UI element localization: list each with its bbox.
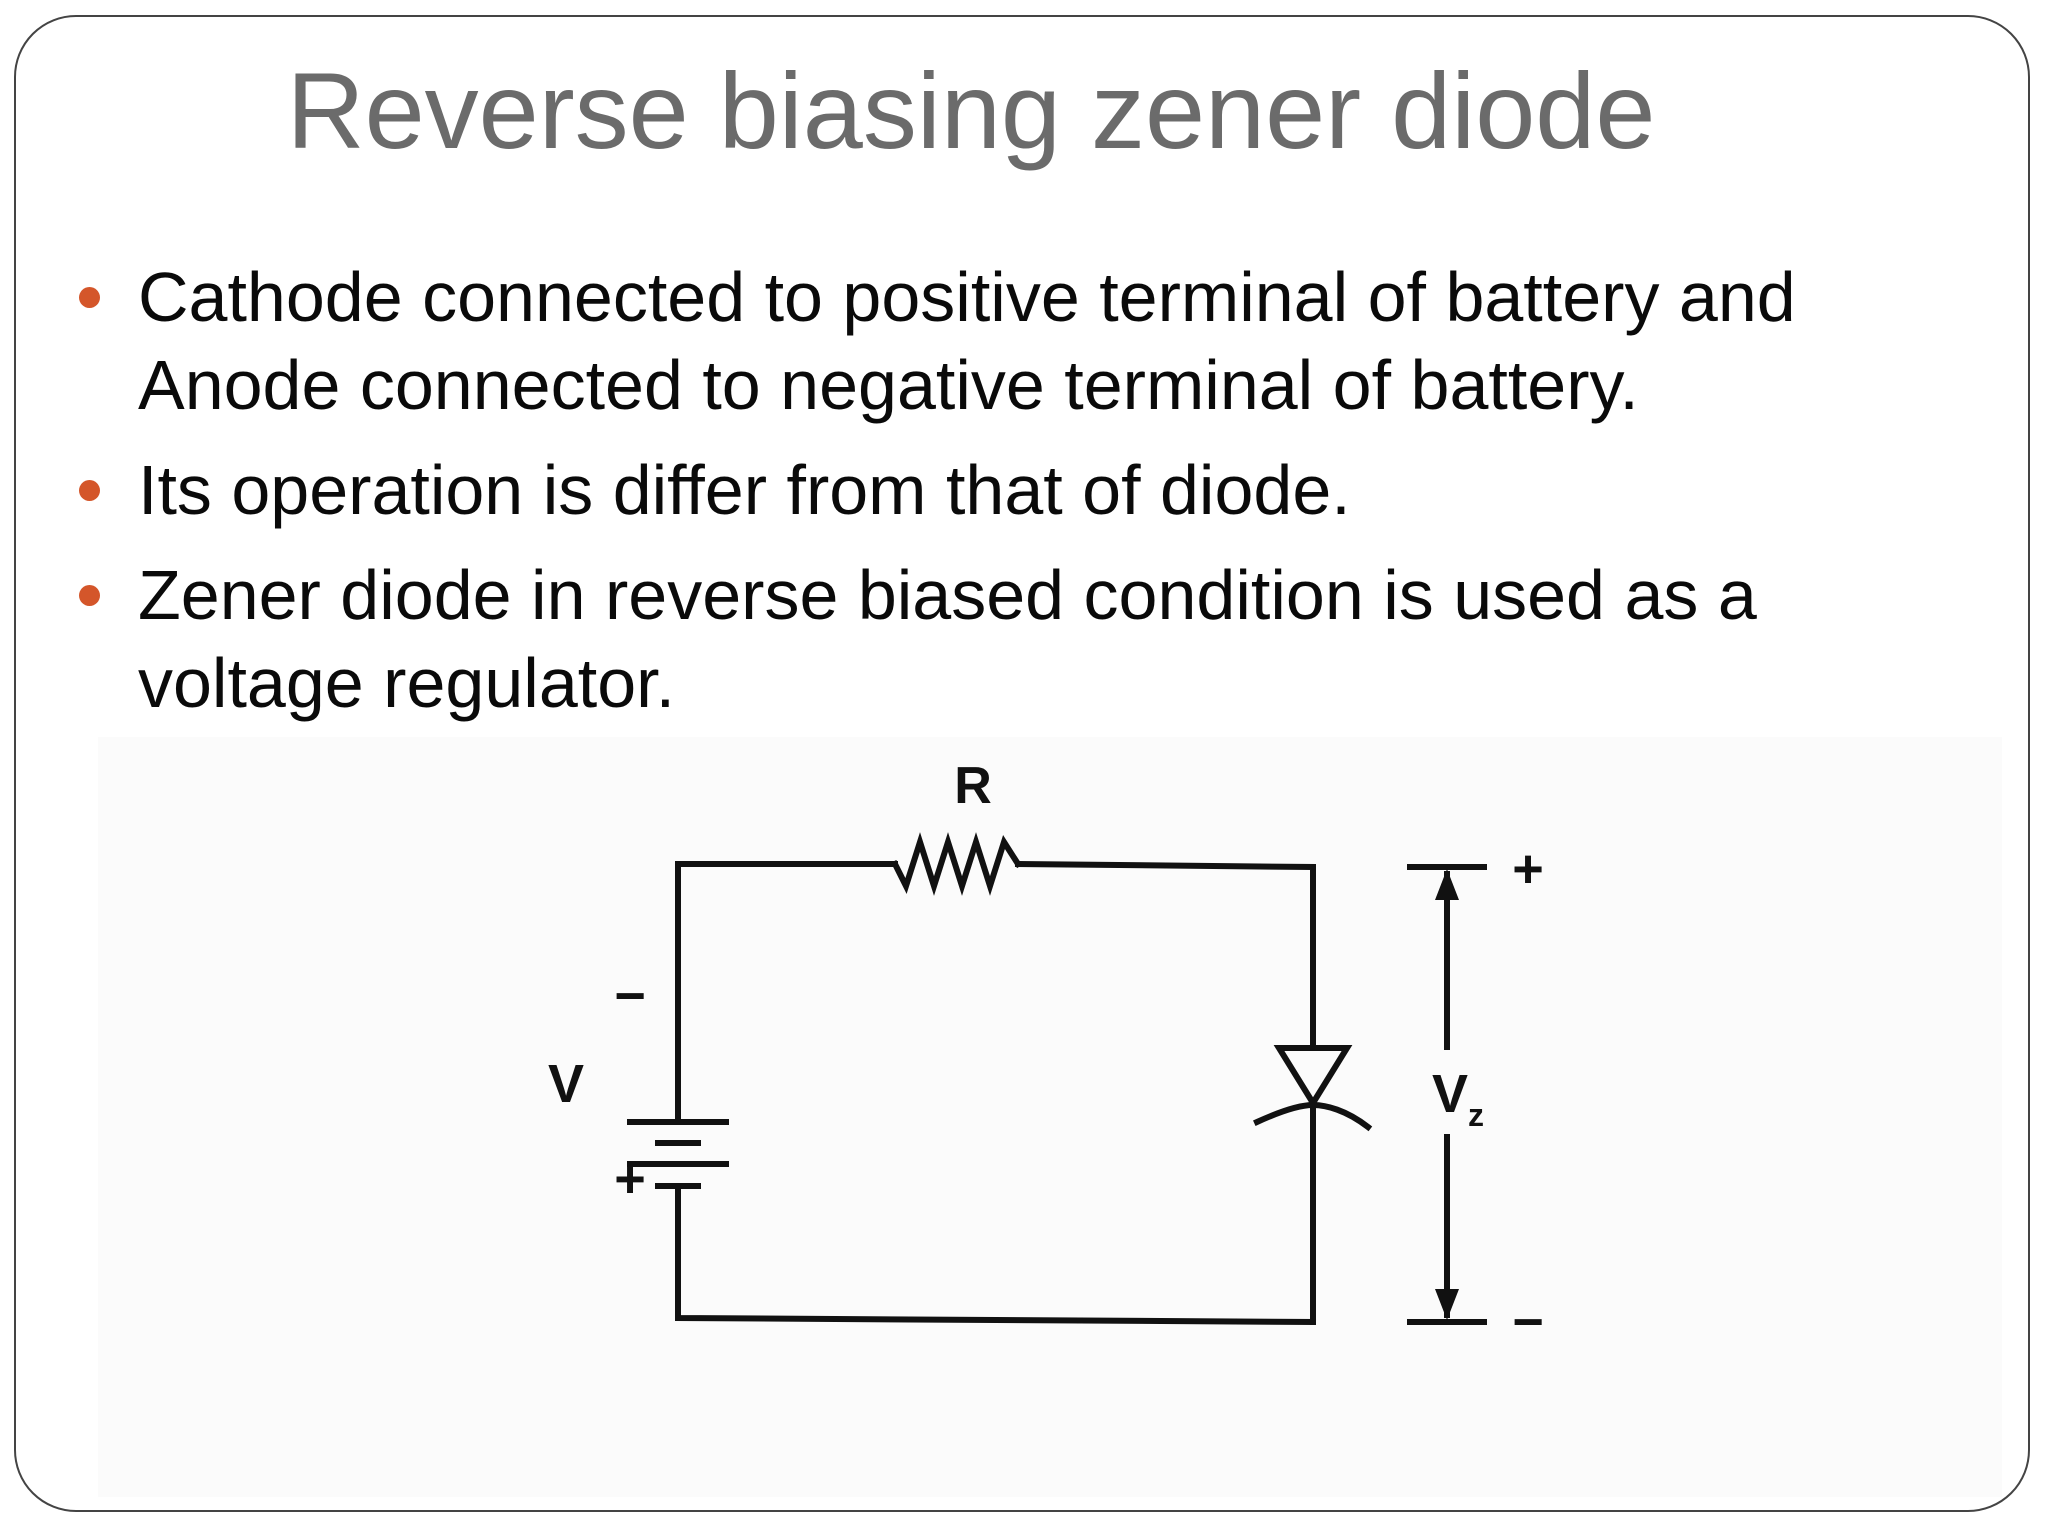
bullet-text: Cathode connected to positive terminal o… [138,258,1796,424]
vz-plus-label: + [1512,839,1544,899]
bullet-dot-icon [79,480,100,501]
bullet-list: Cathode connected to positive terminal o… [68,253,1968,744]
slide-title: Reverse biasing zener diode [286,50,1656,171]
bottom-wire [675,1292,1317,1326]
resistor-symbol [890,832,1023,896]
right-top-wire [1014,860,1316,1050]
vz-arrow-down-icon [1435,1289,1459,1320]
top-wire [675,861,898,1125]
vz-label-main: V [1432,1064,1468,1124]
bullet-item: Zener diode in reverse biased condition … [68,551,1968,727]
vz-arrow-up-icon [1435,869,1459,900]
bullet-text: Its operation is differ from that of dio… [138,451,1351,529]
slide: Reverse biasing zener diode Cathode conn… [14,15,2030,1512]
vz-label: Vz [1432,1064,1484,1133]
circuit-panel: R V − + Vz + − [98,737,2002,1497]
source-label: V [548,1054,584,1114]
zener-diode-symbol [1273,1045,1353,1109]
bullet-dot-icon [79,585,100,606]
vz-minus-label: − [1512,1292,1544,1352]
bullet-item: Its operation is differ from that of dio… [68,446,1968,534]
source-plus-label: + [614,1149,646,1209]
bullet-text: Zener diode in reverse biased condition … [138,556,1757,722]
bullet-item: Cathode connected to positive terminal o… [68,253,1968,429]
bullet-dot-icon [79,287,100,308]
resistor-label: R [954,757,992,815]
vz-label-sub: z [1468,1097,1484,1133]
source-minus-label: − [614,966,646,1026]
zener-circuit-diagram: R V − + Vz + − [548,757,1544,1352]
